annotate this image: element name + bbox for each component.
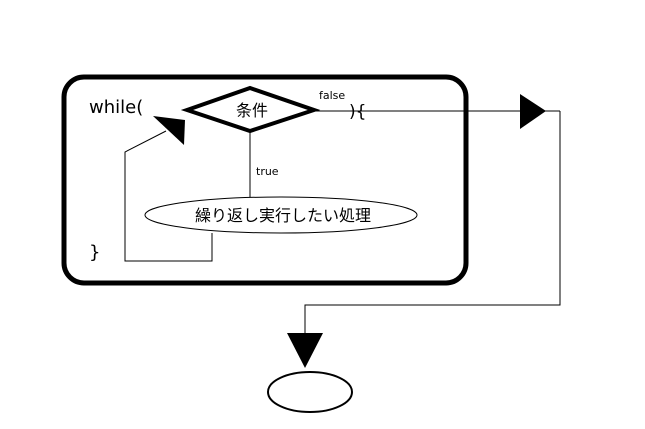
false-label: false [319, 89, 345, 102]
true-label: true [256, 165, 279, 178]
loop-back-line [124, 130, 213, 262]
brace-close-text: } [89, 242, 100, 263]
condition-label: 条件 [236, 101, 268, 120]
brace-open-text: ){ [349, 102, 366, 122]
exit-flow-line [304, 111, 561, 335]
loop-body-label: 繰り返し実行したい処理 [195, 206, 371, 225]
while-open-text: while( [89, 97, 143, 118]
while-block-frame [61, 74, 469, 286]
end-node [267, 371, 353, 413]
condition-diamond [180, 85, 321, 134]
loop-back-arrow-head [153, 116, 185, 145]
right-arrow-head [520, 94, 546, 129]
down-arrow-head [287, 333, 323, 368]
loop-body-node [144, 196, 418, 234]
